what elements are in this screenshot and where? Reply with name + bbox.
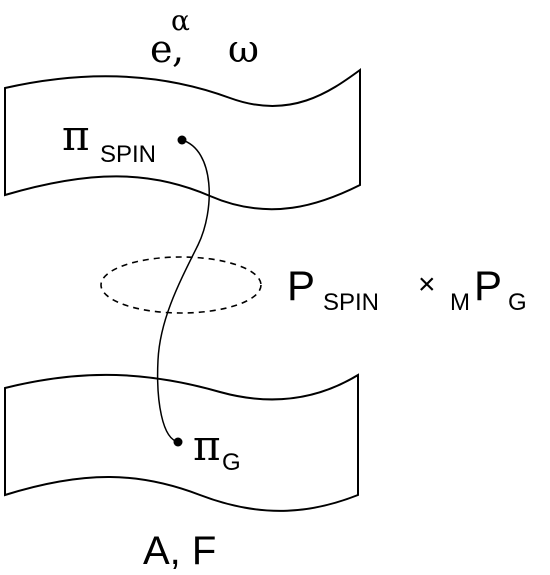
label-pi-spin-subscript: SPIN [100,141,156,168]
label-p-spin-subscript: SPIN [323,289,379,316]
label-e: e [150,27,173,71]
label-a-f: A, F [143,529,216,573]
label-times: × [418,268,436,301]
label-m-subscript: M [450,289,470,316]
point-pi-spin [177,135,187,145]
dashed-loop [100,256,262,314]
fiber-curve [156,139,210,443]
top-sheet [4,68,361,211]
label-p-g: P [474,262,502,309]
point-pi-g [173,437,183,447]
label-pi-g: π [193,421,221,470]
label-p-spin: P [287,262,315,309]
label-comma: , [172,27,184,71]
bottom-sheet [4,373,359,512]
label-omega: ω [228,27,259,71]
label-alpha: α [171,4,190,37]
label-pi-spin: π [62,111,90,160]
label-pi-g-subscript: G [222,449,241,476]
label-p-g-subscript: G [508,289,527,316]
